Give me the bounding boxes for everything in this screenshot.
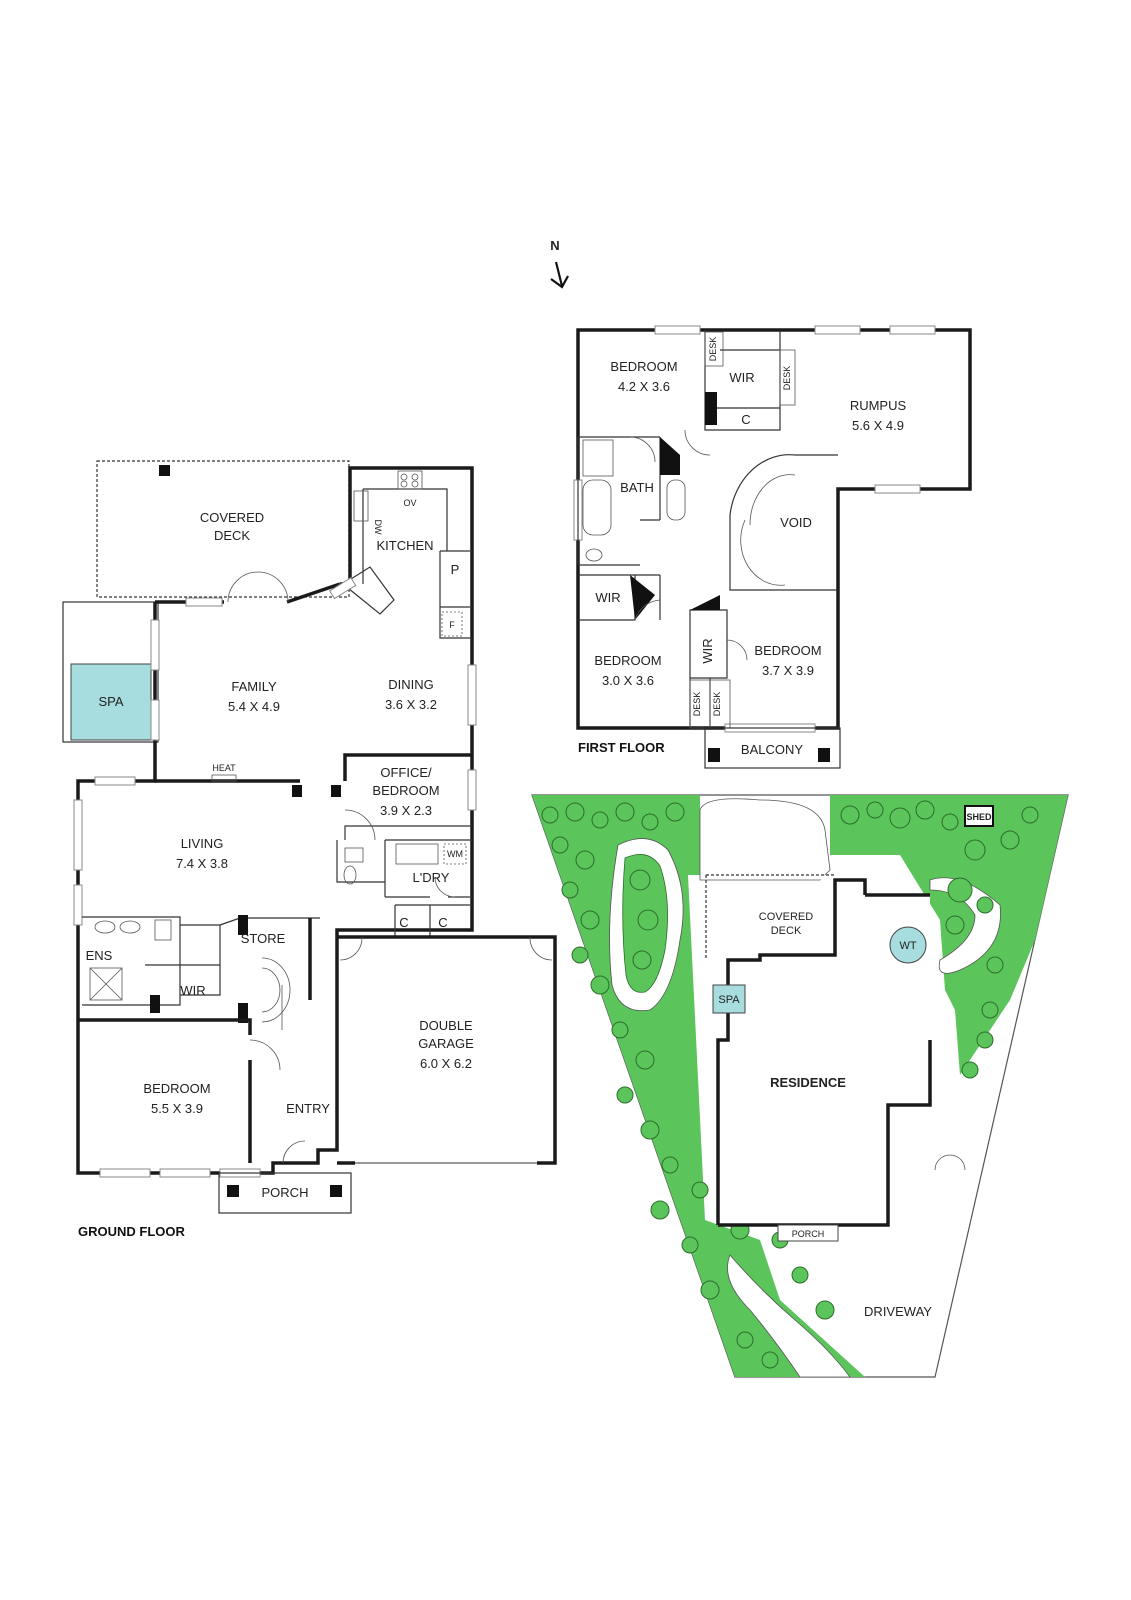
ground-floor-plan: COVERED DECK OV DW KITCHEN P F SPA FAMIL… <box>62 460 557 1239</box>
rumpus-label: RUMPUS <box>850 398 907 413</box>
north-label: N <box>550 238 559 253</box>
dining-label: DINING <box>388 677 434 692</box>
first-floor-plan: BEDROOM 4.2 X 3.6 DESK WIR DESK C RUMPUS… <box>573 325 972 769</box>
garage-dims: 6.0 X 6.2 <box>420 1056 472 1071</box>
site-covered-deck-label-1: COVERED <box>759 911 813 923</box>
ground-floor-caption: GROUND FLOOR <box>78 1224 185 1239</box>
first-desk4-label: DESK <box>712 692 722 717</box>
dining-dims: 3.6 X 3.2 <box>385 697 437 712</box>
ground-cupboard-label-1: C <box>399 915 408 930</box>
ensuite-label: ENS <box>86 948 113 963</box>
first-bedroom1-label: BEDROOM <box>610 359 677 374</box>
first-bedroom3-dims: 3.7 X 3.9 <box>762 663 814 678</box>
site-spa <box>712 984 746 1014</box>
first-floor-caption: FIRST FLOOR <box>578 740 665 755</box>
first-bedroom2-label: BEDROOM <box>594 653 661 668</box>
north-arrow: N <box>550 238 569 289</box>
oven-label: OV <box>403 498 416 508</box>
washing-machine-label: WM <box>447 849 463 859</box>
first-desk3-label: DESK <box>692 692 702 717</box>
site-covered-deck-label-2: DECK <box>771 925 802 937</box>
site-plan: SHED COVERED DECK WT SPA RESIDENCE PORCH… <box>531 794 1069 1378</box>
entry-label: ENTRY <box>286 1101 330 1116</box>
pantry-label: P <box>451 562 460 577</box>
heat-label: HEAT <box>212 763 236 773</box>
ground-bedroom-dims: 5.5 X 3.9 <box>151 1101 203 1116</box>
first-bedroom1-dims: 4.2 X 3.6 <box>618 379 670 394</box>
first-bedroom3-label: BEDROOM <box>754 643 821 658</box>
site-trees <box>541 800 1039 1369</box>
garage-label-1: DOUBLE <box>419 1018 473 1033</box>
ground-porch-label: PORCH <box>262 1185 309 1200</box>
family-dims: 5.4 X 4.9 <box>228 699 280 714</box>
north-arrow-icon <box>554 261 564 287</box>
ground-spa-label: SPA <box>98 694 123 709</box>
fridge-label: F <box>449 620 455 630</box>
ground-cupboard-label-2: C <box>438 915 447 930</box>
driveway-label: DRIVEWAY <box>864 1304 932 1319</box>
bath-label: BATH <box>620 480 654 495</box>
ground-porch-area <box>218 1172 352 1214</box>
ground-covered-deck-label-1: COVERED <box>200 510 264 525</box>
site-lawn-east <box>830 795 1068 1075</box>
office-label-1: OFFICE/ <box>380 765 432 780</box>
first-wir1-label: WIR <box>729 370 754 385</box>
ground-spa <box>70 663 152 741</box>
water-tank-label: WT <box>899 940 916 952</box>
first-bedroom2-dims: 3.0 X 3.6 <box>602 673 654 688</box>
first-wir3-label: WIR <box>700 638 715 663</box>
shed-label: SHED <box>966 812 992 822</box>
balcony-area <box>704 727 841 769</box>
living-dims: 7.4 X 3.8 <box>176 856 228 871</box>
void-label: VOID <box>780 515 812 530</box>
residence-label: RESIDENCE <box>770 1075 846 1090</box>
ground-covered-deck-label-2: DECK <box>214 528 250 543</box>
first-cupboard-label: C <box>741 412 750 427</box>
ground-spa-deck <box>62 601 159 743</box>
family-label: FAMILY <box>231 679 277 694</box>
site-porch-label: PORCH <box>792 1229 825 1239</box>
water-tank <box>889 926 927 964</box>
ground-bedroom-label: BEDROOM <box>143 1081 210 1096</box>
ground-wir-label: WIR <box>180 983 205 998</box>
laundry-label: L'DRY <box>413 870 450 885</box>
living-label: LIVING <box>181 836 224 851</box>
shed <box>964 805 994 827</box>
office-label-2: BEDROOM <box>372 783 439 798</box>
kitchen-island <box>341 566 395 615</box>
dishwasher-label: DW <box>373 520 383 535</box>
kitchen-label: KITCHEN <box>376 538 433 553</box>
site-spa-label: SPA <box>718 994 740 1006</box>
first-desk1-label: DESK <box>708 337 718 362</box>
garage-label-2: GARAGE <box>418 1036 474 1051</box>
office-dims: 3.9 X 2.3 <box>380 803 432 818</box>
store-label: STORE <box>241 931 286 946</box>
rumpus-dims: 5.6 X 4.9 <box>852 418 904 433</box>
first-desk2-label: DESK <box>782 366 792 391</box>
first-wir2-label: WIR <box>595 590 620 605</box>
balcony-label: BALCONY <box>741 742 803 757</box>
